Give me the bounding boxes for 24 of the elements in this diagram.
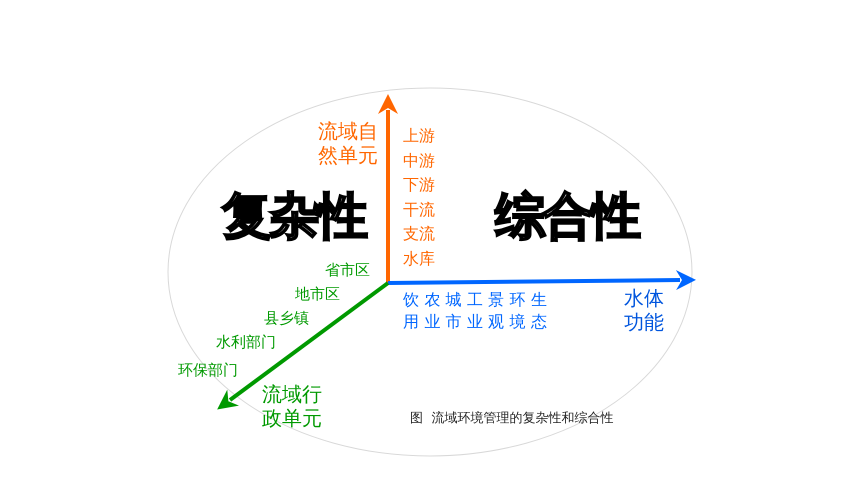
category-label: 城市 — [446, 289, 462, 332]
category-label: 工业 — [466, 289, 483, 332]
outlined-title: 综合性 — [495, 186, 639, 246]
category-label: 生态 — [530, 289, 547, 332]
category-label: 省市区 — [325, 261, 370, 279]
category-label: 环境 — [510, 289, 526, 332]
category-label: 饮用 — [403, 289, 419, 332]
outlined-title: 复杂性 — [222, 186, 366, 246]
axis-label: 流域自然单元 — [318, 119, 378, 167]
category-label: 景观 — [488, 289, 504, 332]
category-label: 县乡镇 — [264, 309, 309, 327]
category-label: 农业 — [424, 289, 440, 332]
category-label: 上游 — [403, 126, 435, 146]
category-label: 水利部门 — [216, 333, 276, 351]
category-label: 环保部门 — [178, 361, 238, 379]
category-label: 中游 — [403, 150, 435, 170]
category-label: 干流 — [403, 200, 435, 219]
category-label: 水库 — [403, 248, 435, 268]
axis-label: 水体功能 — [624, 286, 664, 334]
caption: 图 流域环境管理的复杂性和综合性 — [410, 411, 614, 427]
category-label: 支流 — [403, 224, 435, 244]
category-label: 地市区 — [295, 285, 340, 303]
axis-label: 流域行政单元 — [262, 382, 322, 430]
category-label: 下游 — [403, 175, 435, 194]
